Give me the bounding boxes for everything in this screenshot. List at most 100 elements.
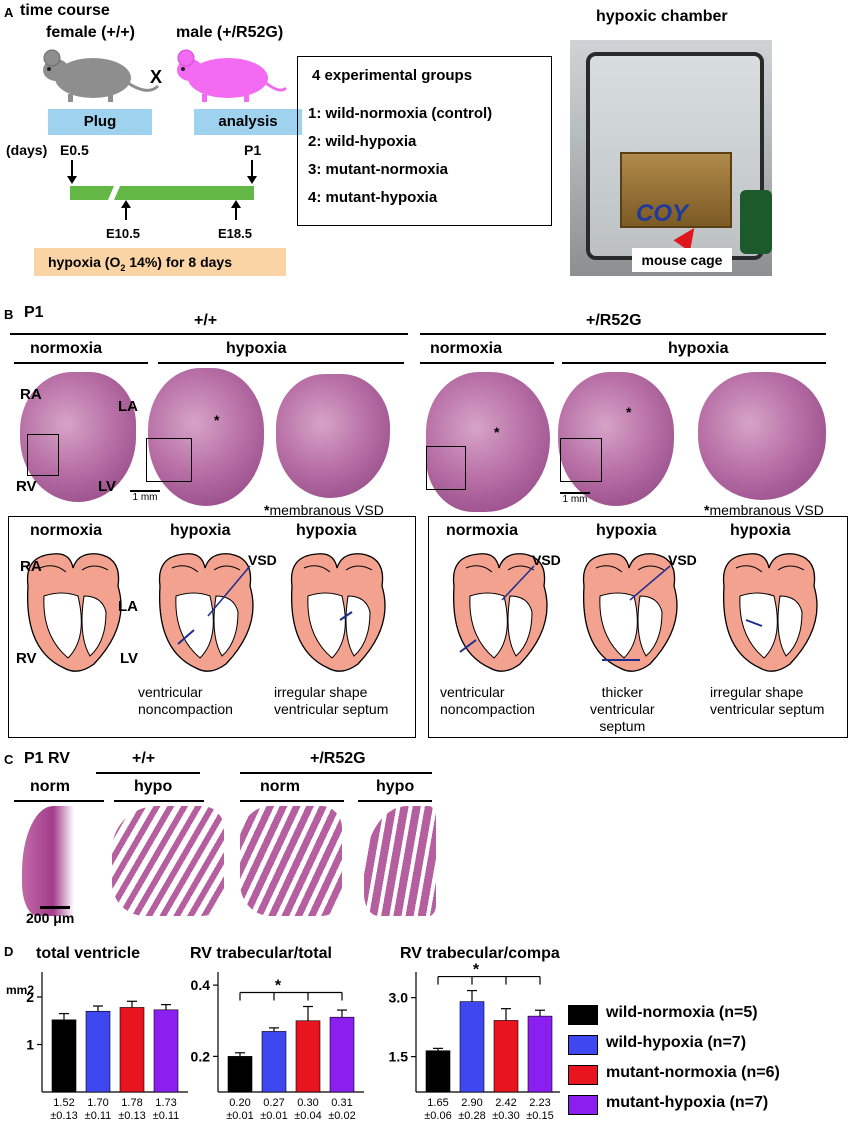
sch-wt-hypoxia-1: hypoxia <box>170 522 231 539</box>
p1-label: P1 <box>244 142 262 158</box>
data-label: 0.30 <box>297 1097 318 1109</box>
data-label: ±0.13 <box>50 1110 77 1122</box>
c-scale-bar <box>40 906 70 909</box>
male-label: male (+/R52G) <box>176 24 284 41</box>
caption-mut-noncompaction-l2: noncompaction <box>440 701 535 717</box>
c-mut-hypo: hypo <box>376 778 415 795</box>
data-label: ±0.04 <box>294 1110 321 1122</box>
legend-label: wild-hypoxia (n=7) <box>606 1034 747 1051</box>
data-label: 1.65 <box>427 1097 448 1109</box>
b-scale-bar-2: 1 mm <box>560 492 590 505</box>
data-label: ±0.02 <box>328 1110 355 1122</box>
schematic-box-mut <box>428 516 848 738</box>
bar <box>261 1031 287 1093</box>
star-marker-1: * <box>214 412 220 428</box>
b-scale-bar-1: 1 mm <box>130 490 160 503</box>
female-mouse-icon <box>43 49 160 102</box>
data-label: 0.27 <box>263 1097 284 1109</box>
bar <box>227 1056 253 1093</box>
c-mut-header: +/R52G <box>310 750 366 767</box>
histology-mut-hypoxia-2 <box>698 372 826 500</box>
bar <box>153 1009 179 1093</box>
c-mut-norm: norm <box>260 778 300 795</box>
caption-mut-irregular-l1: irregular shape <box>710 684 804 700</box>
data-label: 2.23 <box>529 1097 550 1109</box>
rv-section-wt-hypo <box>112 806 224 916</box>
hypoxia-text-sub: 2 <box>120 262 126 273</box>
b-wt-header: +/+ <box>194 312 218 329</box>
sch-vsd-1: VSD <box>248 552 277 568</box>
e105-label: E10.5 <box>106 226 140 241</box>
significance-star: * <box>473 962 480 979</box>
histology-wt-normoxia <box>20 372 136 502</box>
chamber-title: hypoxic chamber <box>596 8 728 25</box>
panel-letter-a: A <box>4 5 14 20</box>
legend-swatch <box>568 1065 598 1085</box>
legend-swatch <box>568 1095 598 1115</box>
timeline-diagram <box>67 160 257 220</box>
y-tick-label: 0.4 <box>191 977 211 993</box>
data-label: ±0.11 <box>153 1110 180 1122</box>
bar <box>425 1050 451 1093</box>
e185-label: E18.5 <box>218 226 252 241</box>
caption-mut-noncompaction-l1: ventricular <box>440 684 505 700</box>
mouse-cage-label: mouse cage <box>632 248 732 272</box>
caption-wt-noncompaction-l2: noncompaction <box>138 701 233 717</box>
bar <box>119 1007 145 1093</box>
star-marker-3: * <box>626 404 632 420</box>
y-tick-label: 0.2 <box>191 1048 211 1064</box>
y-axis-label: mm2 <box>6 983 34 997</box>
data-label: ±0.06 <box>424 1110 451 1122</box>
legend-label: mutant-hypoxia (n=7) <box>606 1094 769 1111</box>
c-scale-label: 200 μm <box>26 910 75 926</box>
data-label: ±0.28 <box>458 1110 485 1122</box>
data-label: ±0.11 <box>85 1110 112 1122</box>
caption-mut-thicker-l1: thicker <box>601 684 643 700</box>
star-marker-2: * <box>494 424 500 440</box>
sch-vsd-3: VSD <box>668 552 697 568</box>
legend-item: wild-normoxia (n=5) <box>568 1000 848 1030</box>
male-mouse-icon <box>177 49 288 102</box>
legend-item: mutant-normoxia (n=6) <box>568 1060 848 1090</box>
histology-mut-normoxia <box>426 372 550 512</box>
chart-title: RV trabecular/total <box>190 945 332 962</box>
data-label: 1.52 <box>53 1097 74 1109</box>
data-label: ±0.30 <box>492 1110 519 1122</box>
rv-section-mut-norm <box>240 806 342 916</box>
roi-box-3 <box>426 446 466 490</box>
membranous-vsd-note-2: *membranous VSD <box>704 502 824 518</box>
panel-letter-d: D <box>4 944 14 959</box>
days-label: (days) <box>6 142 48 158</box>
hypoxia-text-post: 14%) for 8 days <box>125 254 232 270</box>
caption-wt-irregular-l1: irregular shape <box>274 684 368 700</box>
sch-label-rv: RV <box>16 650 37 667</box>
chart-rv-trabecular-compact: RV trabecular/compact1.53.01.65±0.062.90… <box>389 945 560 1122</box>
b-mut-header: +/R52G <box>586 312 642 329</box>
group-item-3: 3: mutant-normoxia <box>308 161 449 178</box>
mice-illustration: X <box>43 49 288 102</box>
bar <box>329 1016 355 1093</box>
data-label: 1.73 <box>155 1097 176 1109</box>
caption-mut-thicker-l3: septum <box>599 718 646 734</box>
membranous-text-1: membranous VSD <box>269 502 384 518</box>
sch-wt-normoxia: normoxia <box>30 522 103 539</box>
bar <box>85 1010 111 1093</box>
chart-title: RV trabecular/compact <box>400 945 560 962</box>
histology-mut-hypoxia <box>558 372 674 506</box>
b-wt-hypoxia: hypoxia <box>226 340 287 357</box>
bar <box>295 1020 321 1093</box>
c-title: P1 RV <box>24 750 70 767</box>
data-label: ±0.01 <box>226 1110 253 1122</box>
panel-letter-c: C <box>4 752 14 767</box>
histology-wt-hypoxia <box>148 368 264 506</box>
bar-charts: total ventriclemm2121.52±0.131.70±0.111.… <box>6 945 560 1122</box>
bar <box>459 1001 485 1093</box>
legend-swatch <box>568 1035 598 1055</box>
membranous-text-2: membranous VSD <box>709 502 824 518</box>
data-label: 0.20 <box>229 1097 250 1109</box>
y-tick-label: 1.5 <box>389 1049 409 1065</box>
female-label: female (+/+) <box>46 24 135 41</box>
